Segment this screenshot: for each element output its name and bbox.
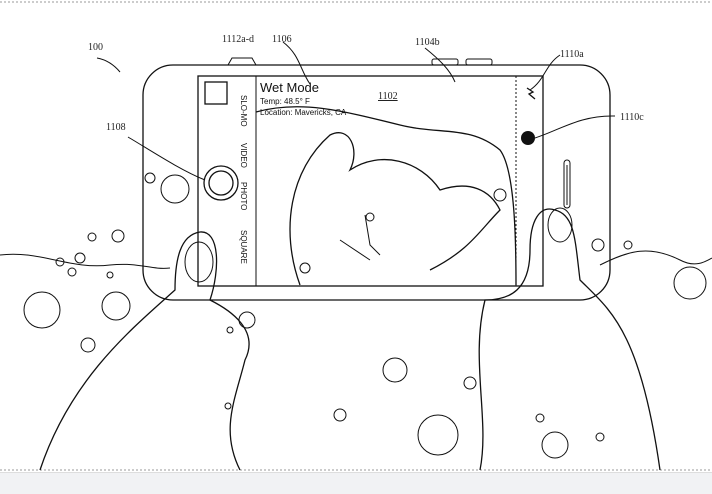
thumbnail[interactable] bbox=[204, 81, 228, 105]
mode-photo[interactable]: PHOTO bbox=[239, 182, 248, 210]
side-buttons bbox=[227, 57, 257, 66]
shutter-button-inner bbox=[208, 170, 234, 196]
mode-slo-mo[interactable]: SLO-MO bbox=[239, 95, 248, 127]
shutter-control[interactable] bbox=[521, 131, 535, 145]
zoom-slider[interactable] bbox=[563, 159, 571, 209]
ref-1106: 1106 bbox=[272, 34, 292, 45]
phone-body bbox=[142, 64, 611, 301]
surfer bbox=[339, 214, 381, 261]
temperature-readout: Temp: 48.5° F bbox=[260, 97, 310, 106]
water-line-right bbox=[599, 250, 712, 266]
mode-title: Wet Mode bbox=[260, 80, 319, 95]
leader-1104b bbox=[424, 47, 456, 83]
mode-square[interactable]: SQUARE bbox=[239, 230, 248, 264]
leader-1110a bbox=[529, 54, 561, 91]
ref-1102: 1102 bbox=[378, 91, 398, 102]
leader-1110c bbox=[534, 115, 616, 139]
right-thumbnail bbox=[547, 207, 573, 243]
bubbles bbox=[23, 172, 707, 459]
surfer-head bbox=[365, 212, 375, 222]
volume-button bbox=[465, 58, 493, 66]
left-thumbnail bbox=[184, 241, 214, 283]
leader-1106 bbox=[282, 41, 311, 85]
display bbox=[197, 75, 544, 287]
mode-video[interactable]: VIDEO bbox=[239, 143, 248, 168]
leader-1108 bbox=[127, 136, 206, 181]
ref-100: 100 bbox=[88, 42, 103, 53]
wave-body bbox=[289, 132, 501, 286]
volume-button bbox=[431, 58, 459, 66]
location-readout: Location: Mavericks, CA bbox=[260, 108, 347, 117]
bottom-strip bbox=[0, 472, 712, 494]
shutter-button[interactable] bbox=[203, 165, 239, 201]
ref-1110a: 1110a bbox=[560, 49, 584, 60]
ref-1104b: 1104b bbox=[415, 37, 440, 48]
right-hand bbox=[478, 208, 661, 471]
ref-1112a-d: 1112a-d bbox=[222, 34, 254, 45]
left-hand bbox=[39, 231, 250, 471]
leader-100 bbox=[96, 57, 121, 73]
ref-1110c: 1110c bbox=[620, 112, 644, 123]
water-line-left bbox=[0, 253, 171, 269]
patent-figure: 100 1112a-d 1106 1104b 1110a 1110c 1108 … bbox=[0, 1, 712, 471]
wave-crest bbox=[255, 106, 517, 286]
ref-1108: 1108 bbox=[106, 122, 126, 133]
